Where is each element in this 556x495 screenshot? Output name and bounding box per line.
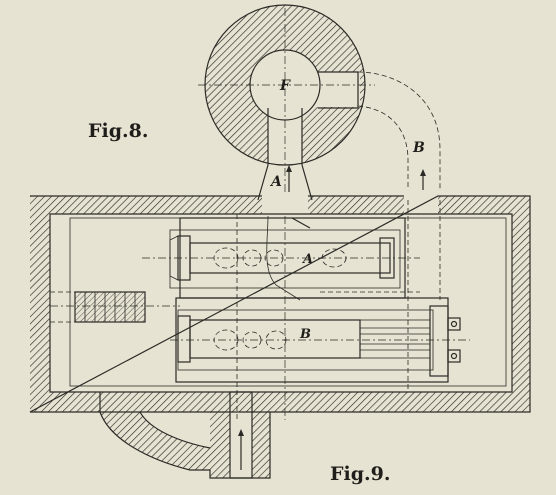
inner-wall-outline — [49, 213, 513, 393]
fig9-plan: A B — [29, 194, 531, 479]
internal-flue-curve — [266, 215, 301, 301]
retort-b-tube — [189, 319, 361, 359]
label-retort-a: A — [301, 252, 313, 267]
passage-a-walls — [267, 108, 303, 165]
annex-curved-wall — [100, 412, 210, 470]
annex-channel — [229, 391, 253, 479]
retort-b: B — [177, 305, 461, 377]
outer-wall-outline — [29, 195, 531, 413]
passage-b-mouth — [318, 71, 359, 109]
label-a-flue: A — [269, 174, 282, 190]
flue-b-inner-dashed — [357, 105, 409, 190]
retort-b-bolt-top — [447, 317, 461, 331]
furnace-block-b — [175, 297, 449, 383]
annex-arrow-head — [238, 429, 244, 436]
stairway — [74, 291, 146, 323]
label-retort-b: B — [299, 327, 311, 342]
flue-b-outer-dashed — [357, 71, 441, 190]
stair-fill — [75, 292, 145, 322]
figure-9-caption: Fig.9. — [330, 463, 390, 485]
retort-b-door-left — [177, 315, 191, 363]
retort-b-bolt-bottom — [447, 349, 461, 363]
label-b-flue: B — [412, 140, 425, 156]
retort-b-end-cap — [429, 305, 449, 377]
stair-outline — [74, 291, 146, 323]
arrow-a-head — [286, 165, 292, 172]
arrow-b-head — [420, 169, 426, 176]
retort-b-extension — [359, 319, 431, 359]
internal-arrow — [291, 217, 311, 229]
flue-a-opening — [262, 194, 308, 216]
flue-a-taper — [257, 164, 313, 201]
annex-right-wall — [252, 412, 270, 478]
fig8-chimney: F A B — [198, 4, 441, 420]
annex-left-wall — [210, 412, 230, 478]
label-f: F — [279, 78, 291, 94]
figure-8-caption: Fig.8. — [88, 120, 148, 142]
